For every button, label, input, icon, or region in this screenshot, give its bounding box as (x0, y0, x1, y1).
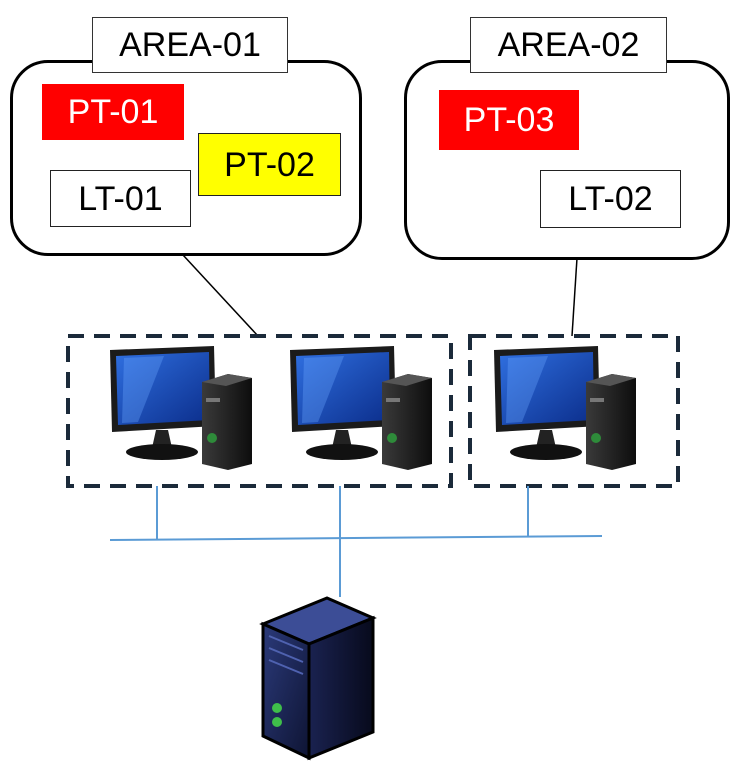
tag-pt-02[interactable]: PT-02 (198, 133, 341, 196)
desktop-computer-icon[interactable] (490, 344, 640, 474)
tag-pt-03[interactable]: PT-03 (439, 90, 579, 150)
area-01-title: AREA-01 (92, 17, 288, 73)
server-tower-icon[interactable] (257, 596, 377, 761)
tag-pt-01[interactable]: PT-01 (42, 84, 184, 140)
area-02-title: AREA-02 (470, 17, 667, 73)
desktop-computer-icon[interactable] (286, 344, 436, 474)
tag-lt-01[interactable]: LT-01 (50, 170, 191, 227)
network-bus (109, 535, 603, 541)
area-01-connector (182, 254, 259, 337)
desktop-computer-icon[interactable] (106, 344, 256, 474)
area-02-connector (571, 257, 578, 337)
tag-lt-02[interactable]: LT-02 (540, 170, 681, 228)
